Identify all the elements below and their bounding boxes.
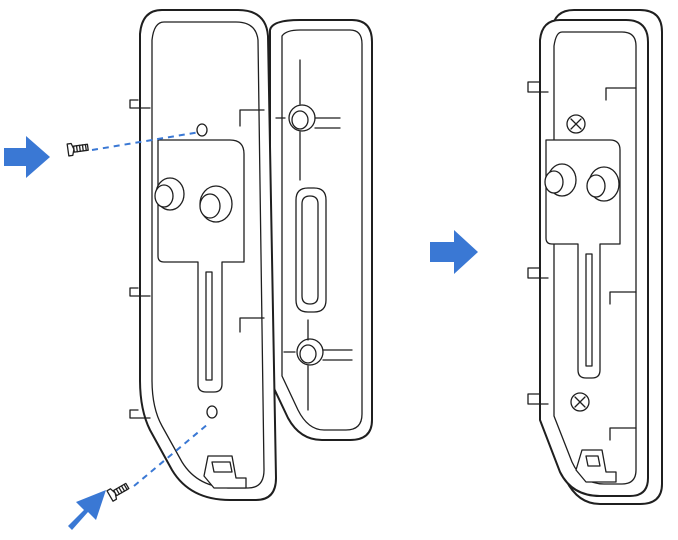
- mounting-posts: [154, 177, 233, 223]
- arrow-right-icon: [430, 230, 478, 274]
- wall-bracket: [269, 19, 373, 441]
- screw-icon: [566, 114, 586, 134]
- screw-bottom: [106, 423, 209, 502]
- screw-icon: [106, 482, 130, 502]
- screw-icon: [66, 142, 89, 157]
- doorbell-back: [527, 9, 663, 505]
- screw-icon: [570, 392, 590, 412]
- screw-top: [66, 131, 201, 157]
- mounting-plate: [129, 9, 277, 501]
- arrow-right-icon: [68, 490, 106, 530]
- arrow-right-icon: [4, 136, 50, 178]
